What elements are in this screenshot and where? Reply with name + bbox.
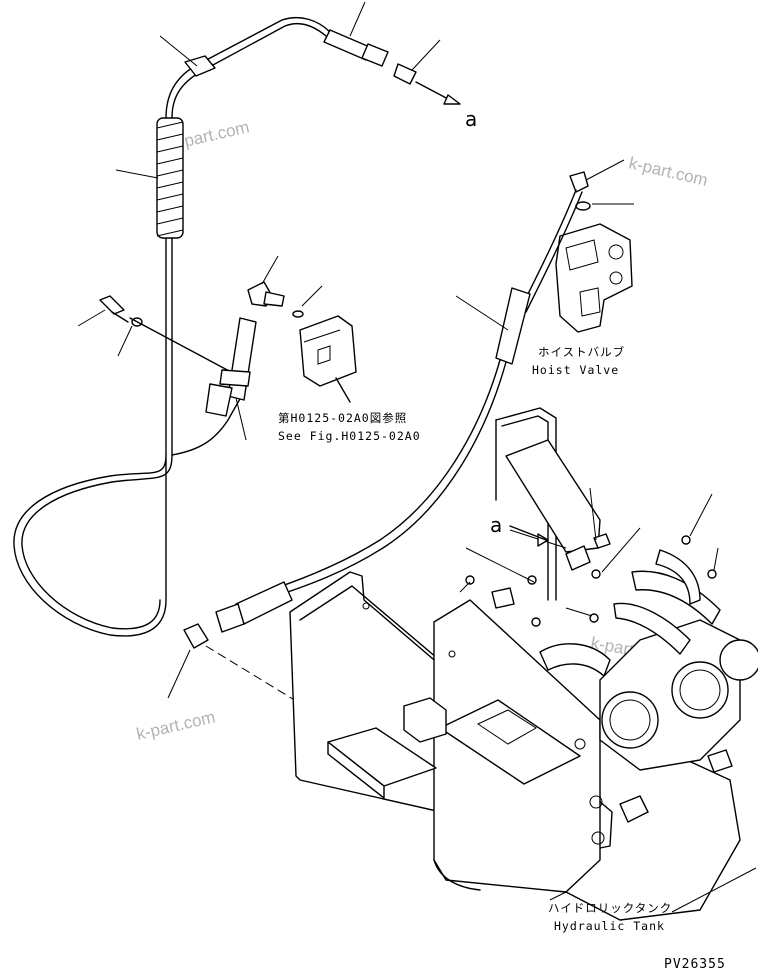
arrow-to-a: [415, 81, 451, 101]
hose-fitting-left: [205, 317, 257, 417]
o-ring-small: [292, 310, 304, 318]
arrow-line-bottom: [509, 525, 547, 541]
leader-connector-left: [167, 649, 191, 699]
ref-arrow: [335, 377, 351, 403]
leader-right-hose: [455, 295, 509, 331]
leader-lines-left: [77, 1, 441, 441]
hydraulic-tank: [289, 407, 758, 921]
hoist-valve-label-en: Hoist Valve: [532, 363, 619, 377]
connector-label-top: a: [465, 107, 477, 131]
arrow-head: [443, 94, 461, 105]
drawing-number: PV26355: [664, 957, 726, 972]
upper-hose: [165, 16, 331, 456]
hose-fitting-bottom: [215, 581, 293, 633]
hose-fitting-top: [323, 29, 417, 85]
dashed-route: [205, 645, 361, 741]
hose-clamp-top: [184, 55, 216, 77]
valve-elbow: [569, 171, 589, 193]
watermark: k-part.com: [135, 707, 218, 744]
tank-label-jp: ハイドロリックタンク: [548, 901, 672, 915]
right-hose: [269, 189, 583, 597]
spiral-guard: [156, 117, 184, 239]
watermark: k-part.com: [627, 153, 710, 190]
valve-block-ref: [299, 315, 357, 387]
connector-block-left: [183, 623, 209, 649]
elbow-fitting: [247, 281, 285, 307]
loop-hose: [13, 389, 246, 637]
tank-label-en: Hydraulic Tank: [554, 919, 665, 933]
leader-elbow: [585, 159, 625, 181]
ref-label-jp: 第H0125-02A0図参照: [278, 411, 407, 425]
ref-label-en: See Fig.H0125-02A0: [278, 429, 421, 443]
connector-label-bottom: a: [490, 513, 502, 537]
hoist-valve: [555, 223, 633, 333]
bolt-left: [99, 295, 129, 323]
arrow-head-bottom: [537, 533, 549, 547]
hoist-valve-label-jp: ホイストバルブ: [538, 345, 625, 359]
